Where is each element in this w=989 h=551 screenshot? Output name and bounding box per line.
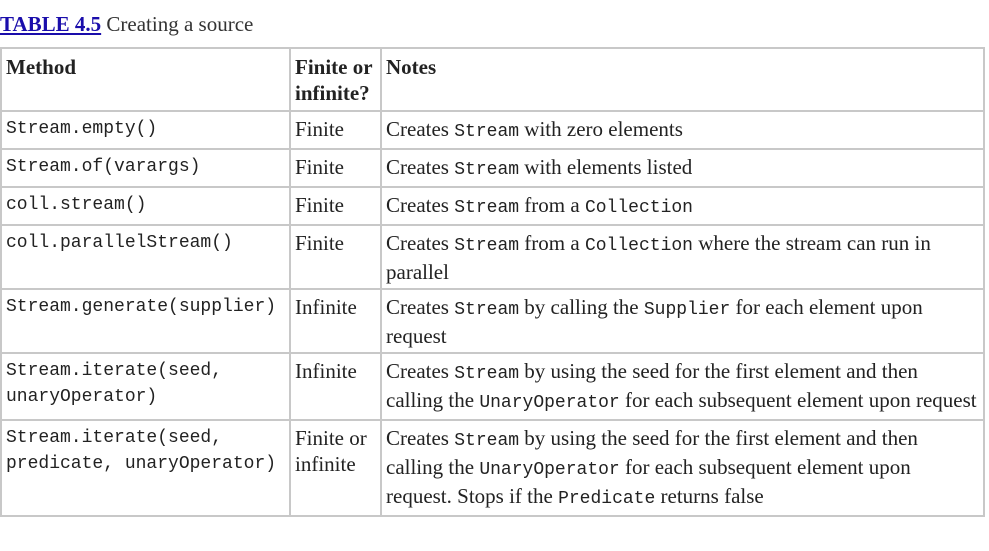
header-method: Method — [0, 47, 291, 112]
notes-text: by using the seed for the first element … — [386, 359, 918, 412]
code-term: Predicate — [558, 489, 656, 509]
header-notes: Notes — [380, 47, 985, 112]
code-term: Supplier — [643, 300, 731, 320]
notes-text: with elements listed — [519, 155, 693, 179]
notes-text: by using the seed for the first element … — [386, 426, 918, 479]
notes-text: Creates — [386, 117, 455, 141]
notes-cell: Creates Stream by using the seed for the… — [380, 352, 985, 421]
notes-text: with zero elements — [519, 117, 683, 141]
notes-text: for each subsequent element upon request… — [386, 455, 911, 508]
stream-source-table: Method Finite or infinite? Notes Stream.… — [0, 47, 985, 517]
header-row: Method Finite or infinite? Notes — [0, 47, 985, 112]
code-term: UnaryOperator — [479, 393, 620, 413]
notes-cell: Creates Stream from a Collection — [380, 186, 985, 226]
notes-text: Creates — [386, 426, 455, 450]
method-cell: Stream.iterate(seed, predicate, unaryOpe… — [0, 419, 291, 517]
finite-cell: Finite or infinite — [289, 419, 382, 517]
code-term: Collection — [584, 198, 693, 218]
notes-text: Creates — [386, 295, 455, 319]
notes-text: by calling the — [519, 295, 644, 319]
notes-cell: Creates Stream with elements listed — [380, 148, 985, 188]
method-cell: coll.parallelStream() — [0, 224, 291, 290]
finite-cell: Finite — [289, 110, 382, 150]
notes-cell: Creates Stream from a Collection where t… — [380, 224, 985, 290]
table-title: Creating a source — [101, 12, 254, 36]
code-term: Collection — [584, 236, 693, 256]
notes-text: Creates — [386, 359, 455, 383]
notes-text: Creates — [386, 231, 455, 255]
notes-text: from a — [519, 193, 585, 217]
code-term: Stream — [454, 300, 520, 320]
finite-cell: Infinite — [289, 288, 382, 354]
code-term: Stream — [454, 236, 520, 256]
table-row: Stream.iterate(seed, unaryOperator)Infin… — [0, 352, 985, 421]
notes-text: for each element upon request — [386, 295, 923, 348]
finite-cell: Finite — [289, 148, 382, 188]
method-cell: Stream.iterate(seed, unaryOperator) — [0, 352, 291, 421]
code-term: Stream — [454, 364, 520, 384]
finite-cell: Finite — [289, 186, 382, 226]
code-term: Stream — [454, 198, 520, 218]
notes-text: from a — [519, 231, 585, 255]
code-term: UnaryOperator — [479, 460, 620, 480]
notes-text: Creates — [386, 155, 455, 179]
code-term: Stream — [454, 160, 520, 180]
notes-text: returns false — [655, 484, 764, 508]
notes-cell: Creates Stream by calling the Supplier f… — [380, 288, 985, 354]
header-finite-or-infinite: Finite or infinite? — [289, 47, 382, 112]
method-cell: Stream.empty() — [0, 110, 291, 150]
method-cell: Stream.of(varargs) — [0, 148, 291, 188]
notes-cell: Creates Stream by using the seed for the… — [380, 419, 985, 517]
notes-text: Creates — [386, 193, 455, 217]
code-term: Stream — [454, 122, 520, 142]
code-term: Stream — [454, 431, 520, 451]
table-number-link[interactable]: TABLE 4.5 — [0, 12, 102, 36]
table-row: Stream.iterate(seed, predicate, unaryOpe… — [0, 419, 985, 517]
finite-cell: Infinite — [289, 352, 382, 421]
notes-text: where the stream can run in parallel — [386, 231, 931, 284]
method-cell: coll.stream() — [0, 186, 291, 226]
finite-cell: Finite — [289, 224, 382, 290]
notes-text: for each subsequent element upon request — [619, 388, 977, 412]
table-caption: TABLE 4.5 Creating a source — [0, 11, 253, 37]
notes-cell: Creates Stream with zero elements — [380, 110, 985, 150]
method-cell: Stream.generate(supplier) — [0, 288, 291, 354]
